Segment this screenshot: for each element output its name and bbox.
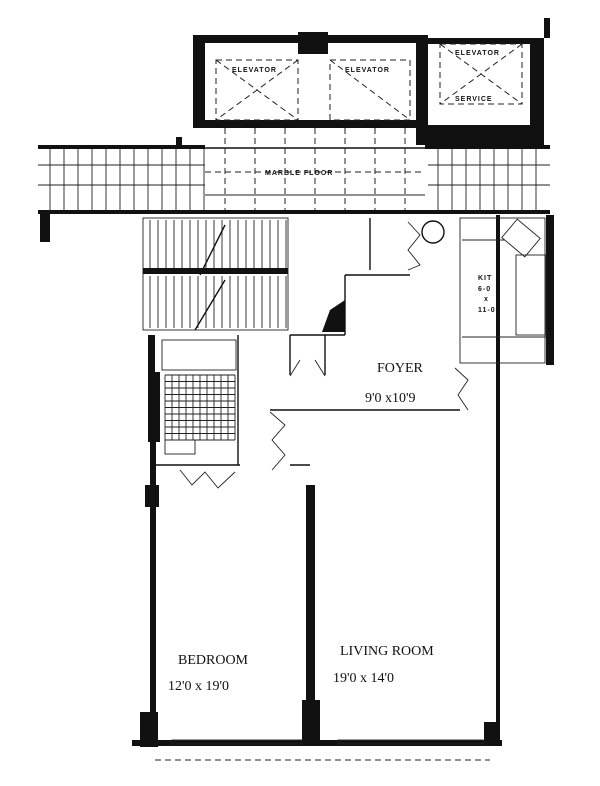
foyer-dimensions: 9'0 x10'9 [365, 391, 416, 406]
elevator-1: ELEVATOR [215, 59, 299, 121]
kitchen-dim1: 6-0 [478, 286, 491, 293]
kitchen-dim2: 11-0 [478, 307, 496, 314]
elevator-2: ELEVATOR [329, 59, 411, 121]
elevator-1-label: ELEVATOR [232, 67, 277, 74]
corridor-label: MARBLE FLOOR [265, 170, 333, 177]
corridor: MARBLE FLOOR [38, 128, 550, 242]
elevator-service-label: ELEVATOR [455, 50, 500, 57]
kitchen-name: KIT [478, 275, 492, 282]
bedroom-name: BEDROOM [178, 653, 249, 668]
stairs [142, 217, 345, 332]
bedroom-dimensions: 12'0 x 19'0 [168, 679, 229, 694]
foyer-name: FOYER [377, 361, 424, 376]
elevator-service: ELEVATOR SERVICE [439, 43, 523, 105]
elevator-core [193, 18, 550, 145]
kitchen: KIT 6-0 x 11-0 [421, 217, 547, 364]
fire-hose-icon [421, 220, 445, 244]
kitchen-by: x [484, 296, 489, 303]
doors [179, 221, 469, 489]
living-room-name: LIVING ROOM [340, 644, 434, 659]
living-room-dimensions: 19'0 x 14'0 [333, 671, 394, 686]
elevator-service-sublabel: SERVICE [455, 96, 493, 103]
bathroom [148, 339, 237, 455]
elevator-2-label: ELEVATOR [345, 67, 390, 74]
